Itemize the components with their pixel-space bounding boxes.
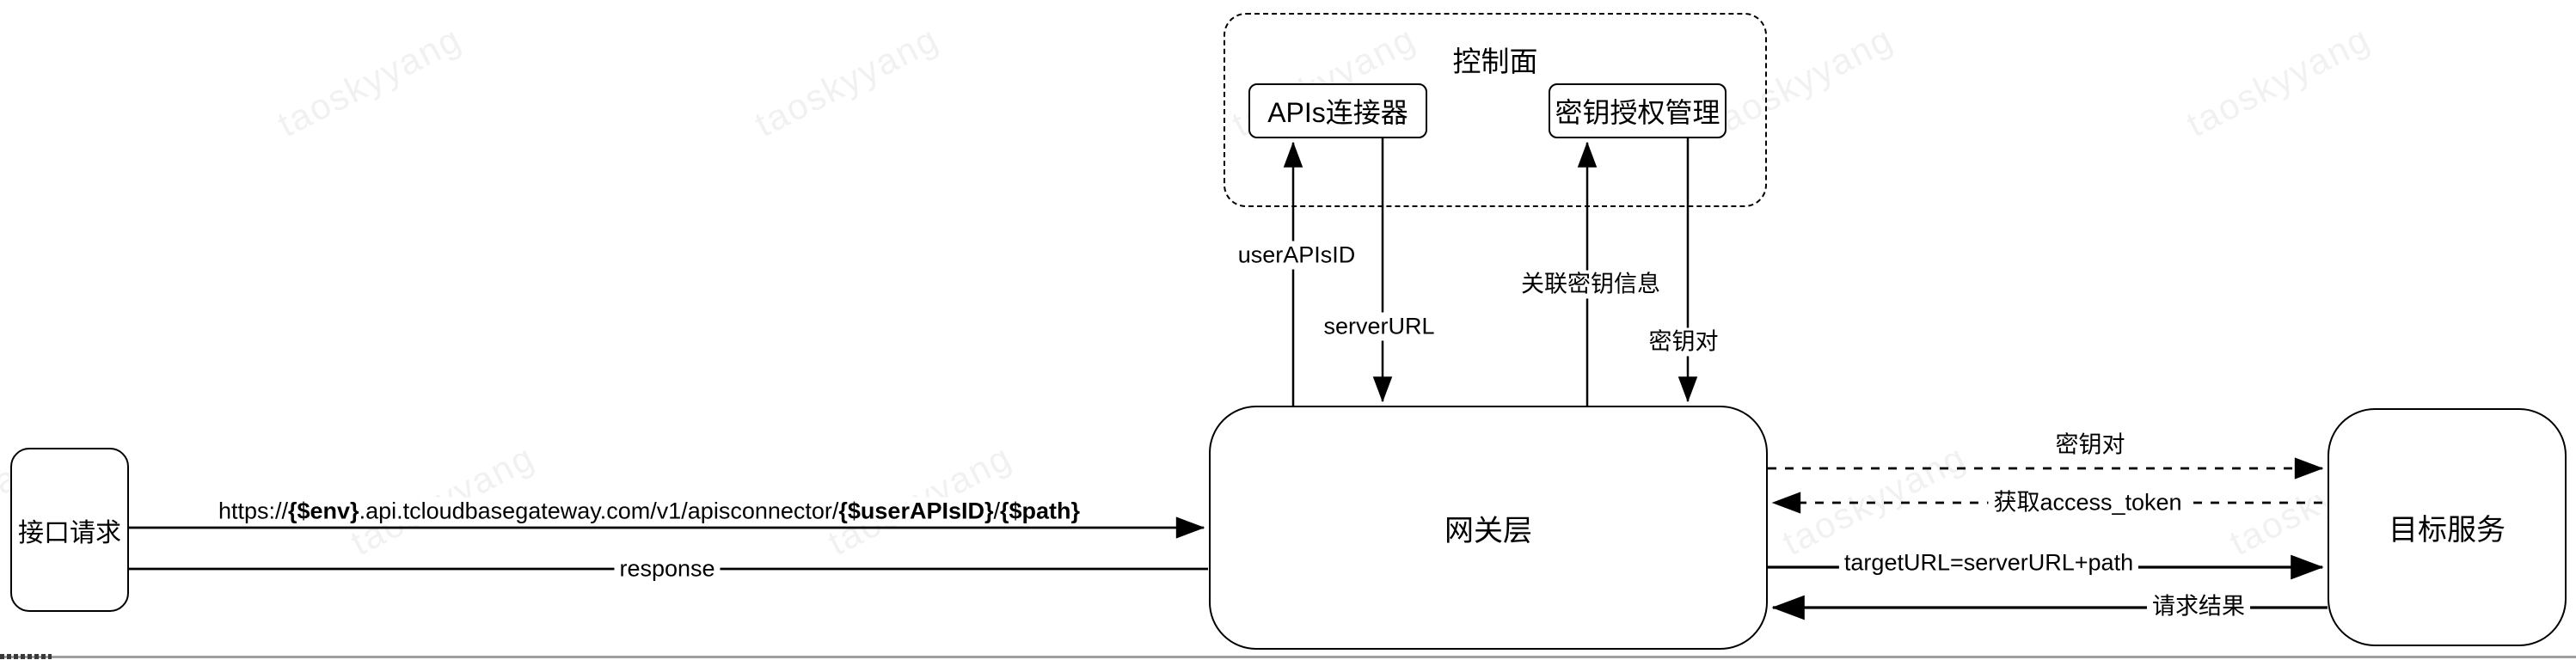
gateway-node: 网关层 [1209,406,1768,650]
scrollbar-tick-marks [0,654,52,659]
apis-connector-node: APIs连接器 [1248,83,1427,138]
request-url-user-apis-id: {$userAPIsID} [838,498,994,524]
request-url-path: {$path} [1000,498,1081,524]
server-url-label: serverURL [1318,312,1440,341]
key-auth-node: 密钥授权管理 [1549,83,1727,138]
control-plane-container: 控制面 [1224,13,1767,207]
api-request-label: 接口请求 [18,518,121,547]
access-token-label: 获取access_token [1988,488,2187,517]
target-url-label: targetURL=serverURL+path [1838,548,2139,578]
key-auth-label: 密钥授权管理 [1555,97,1720,128]
request-result-label: 请求结果 [2147,592,2250,621]
gateway-label: 网关层 [1444,514,1532,547]
control-plane-label: 控制面 [1452,46,1538,77]
request-url-prefix: https:// [218,498,289,524]
key-info-label: 关联密钥信息 [1516,270,1665,299]
user-apis-id-label: userAPIsID [1232,241,1361,270]
request-url-separator: / [993,498,1001,524]
target-service-node: 目标服务 [2328,408,2567,646]
response-label: response [614,554,721,584]
request-url-mid: .api.tcloudbasegateway.com/v1/apisconnec… [359,498,839,524]
target-service-label: 目标服务 [2389,514,2505,547]
apis-connector-label: APIs连接器 [1267,97,1408,128]
key-pair-right-label: 密钥对 [2050,431,2131,460]
api-request-node: 接口请求 [10,448,129,612]
key-pair-down-label: 密钥对 [1643,327,1724,357]
request-url-env: {$env} [288,498,359,524]
request-url-label: https://{$env}.api.tcloudbasegateway.com… [212,497,1086,526]
horizontal-scrollbar[interactable] [0,656,2576,658]
